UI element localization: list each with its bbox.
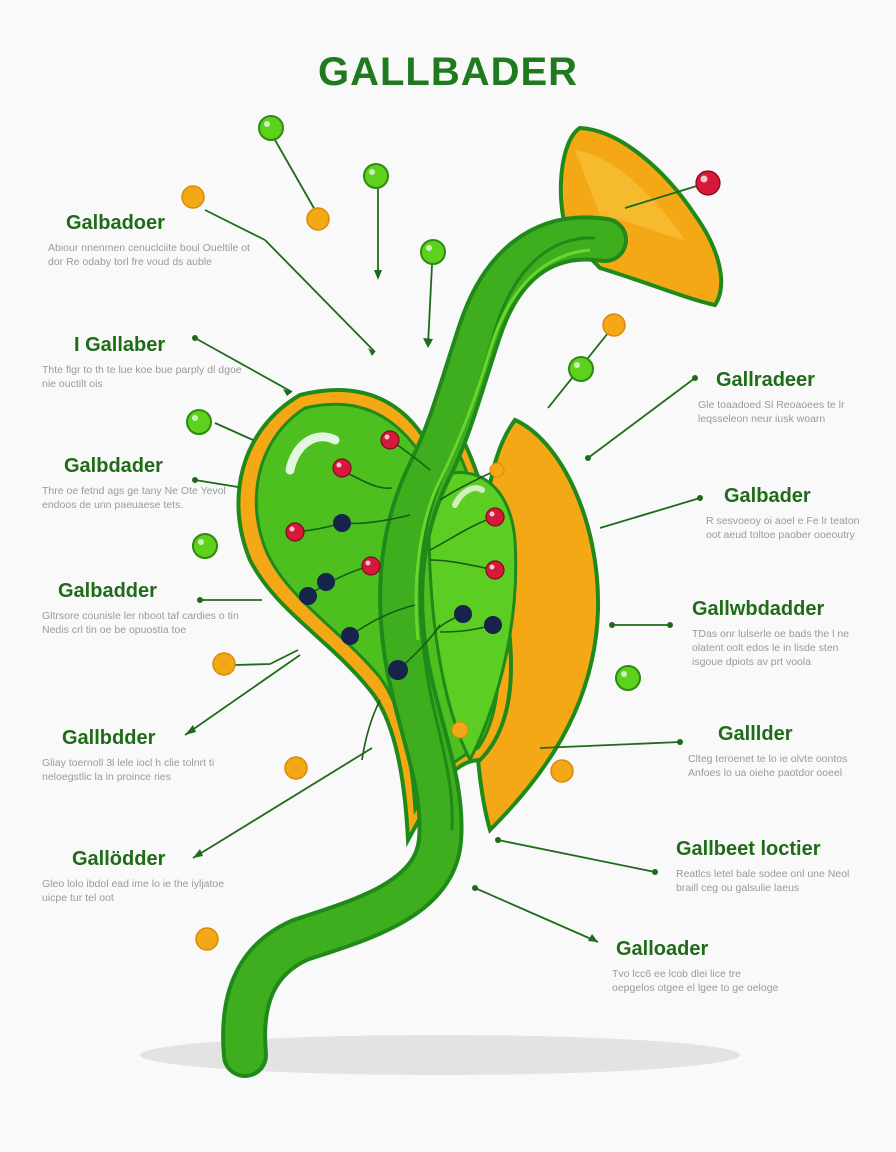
lime-dot-highlights [192, 121, 627, 677]
label-left-2-title: I Gallaber [74, 334, 166, 356]
label-right-6-title: Galloader [616, 938, 709, 960]
orange-dots [181, 185, 626, 951]
label-left-3-title: Galbdader [64, 455, 163, 477]
label-right-2: Galbader R sesvoeoy oi aoel e Fe lr teat… [706, 485, 861, 542]
duct-stripe-2 [414, 248, 591, 641]
page-title: GALLBADER [317, 50, 579, 94]
label-left-3-desc: Thre oe fetnd ags ge tany Ne Ote Yevol e… [42, 485, 226, 511]
label-right-5-desc: Reatlcs letel bale sodee onl une Neol br… [676, 868, 850, 894]
label-right-3: Gallwbdadder TDas onr lulserle oe bads t… [692, 598, 862, 669]
label-left-5-desc: Gliay toernoll 3l lele iocl h clie tolnr… [42, 757, 215, 783]
label-right-2-desc: R sesvoeoy oi aoel e Fe lr teaton oot ae… [706, 515, 860, 541]
label-left-3: Galbdader Thre oe fetnd ags ge tany Ne O… [42, 455, 252, 512]
label-right-4-title: Galllder [718, 723, 793, 745]
label-left-2-desc: Thte flgr to th te lue koe bue parply dl… [42, 364, 242, 390]
label-right-1-title: Gallradeer [716, 369, 815, 391]
label-left-6-title: Gallödder [72, 848, 166, 870]
label-left-1-desc: Abiour nnenmen cenuclciite boul Oueltile… [48, 242, 250, 268]
label-right-4: Galllder Clteg teroenet te lo ie olvte o… [688, 723, 863, 780]
leader-arrowheads [185, 270, 598, 942]
label-right-4-desc: Clteg teroenet te lo ie olvte oontos Anf… [688, 753, 848, 779]
body-highlight [285, 432, 340, 475]
label-right-1: Gallradeer Gle toaadoed Sl Reoaoees te l… [698, 369, 863, 426]
label-right-5-title: Gallbeet loctier [676, 838, 821, 860]
label-left-6-desc: Gleo lolo ibdol ead ime lo ie the iyljat… [42, 878, 225, 904]
label-left-5: Gallbdder Gliay toernoll 3l lele iocl h … [42, 727, 252, 784]
label-left-5-title: Gallbdder [62, 727, 156, 749]
red-dot-highlights [289, 175, 708, 570]
leader-end-dots [192, 335, 703, 891]
label-left-2: I Gallaber Thte flgr to th te lue koe bu… [42, 334, 252, 391]
right-green-lobe [427, 471, 518, 764]
label-left-1: Galbadoer Abiour nnenmen cenuclciite bou… [48, 212, 258, 269]
navy-dots [299, 514, 502, 680]
label-right-6: Galloader Tvo lcc6 ee lcob dlei lice tre… [612, 938, 782, 995]
label-left-6: Gallödder Gleo lolo ibdol ead ime lo ie … [42, 848, 252, 905]
label-left-4-title: Galbadder [58, 580, 157, 602]
label-left-4: Galbadder Gltrsore counisle ler nboot ta… [42, 580, 252, 637]
lime-dots [186, 115, 641, 691]
label-right-3-desc: TDas onr lulserle oe bads the l ne olate… [692, 628, 850, 668]
label-right-6-desc: Tvo lcc6 ee lcob dlei lice tre oepgelos … [612, 968, 779, 994]
label-left-1-title: Galbadoer [66, 212, 165, 234]
label-left-4-desc: Gltrsore counisle ler nboot taf cardies … [42, 610, 239, 636]
lobe-highlight [452, 485, 485, 508]
leader-lines [184, 139, 701, 943]
inner-orange-dots [451, 462, 505, 739]
label-right-3-title: Gallwbdadder [692, 598, 825, 620]
ground-shadow [140, 1035, 740, 1075]
label-right-1-desc: Gle toaadoed Sl Reoaoees te lr leqsseleo… [698, 399, 845, 425]
green-duct-inner [225, 219, 624, 1074]
label-right-2-title: Galbader [724, 485, 811, 507]
label-right-5: Gallbeet loctier Reatlcs letel bale sode… [676, 838, 861, 895]
funnel-inner-shade [575, 150, 685, 240]
